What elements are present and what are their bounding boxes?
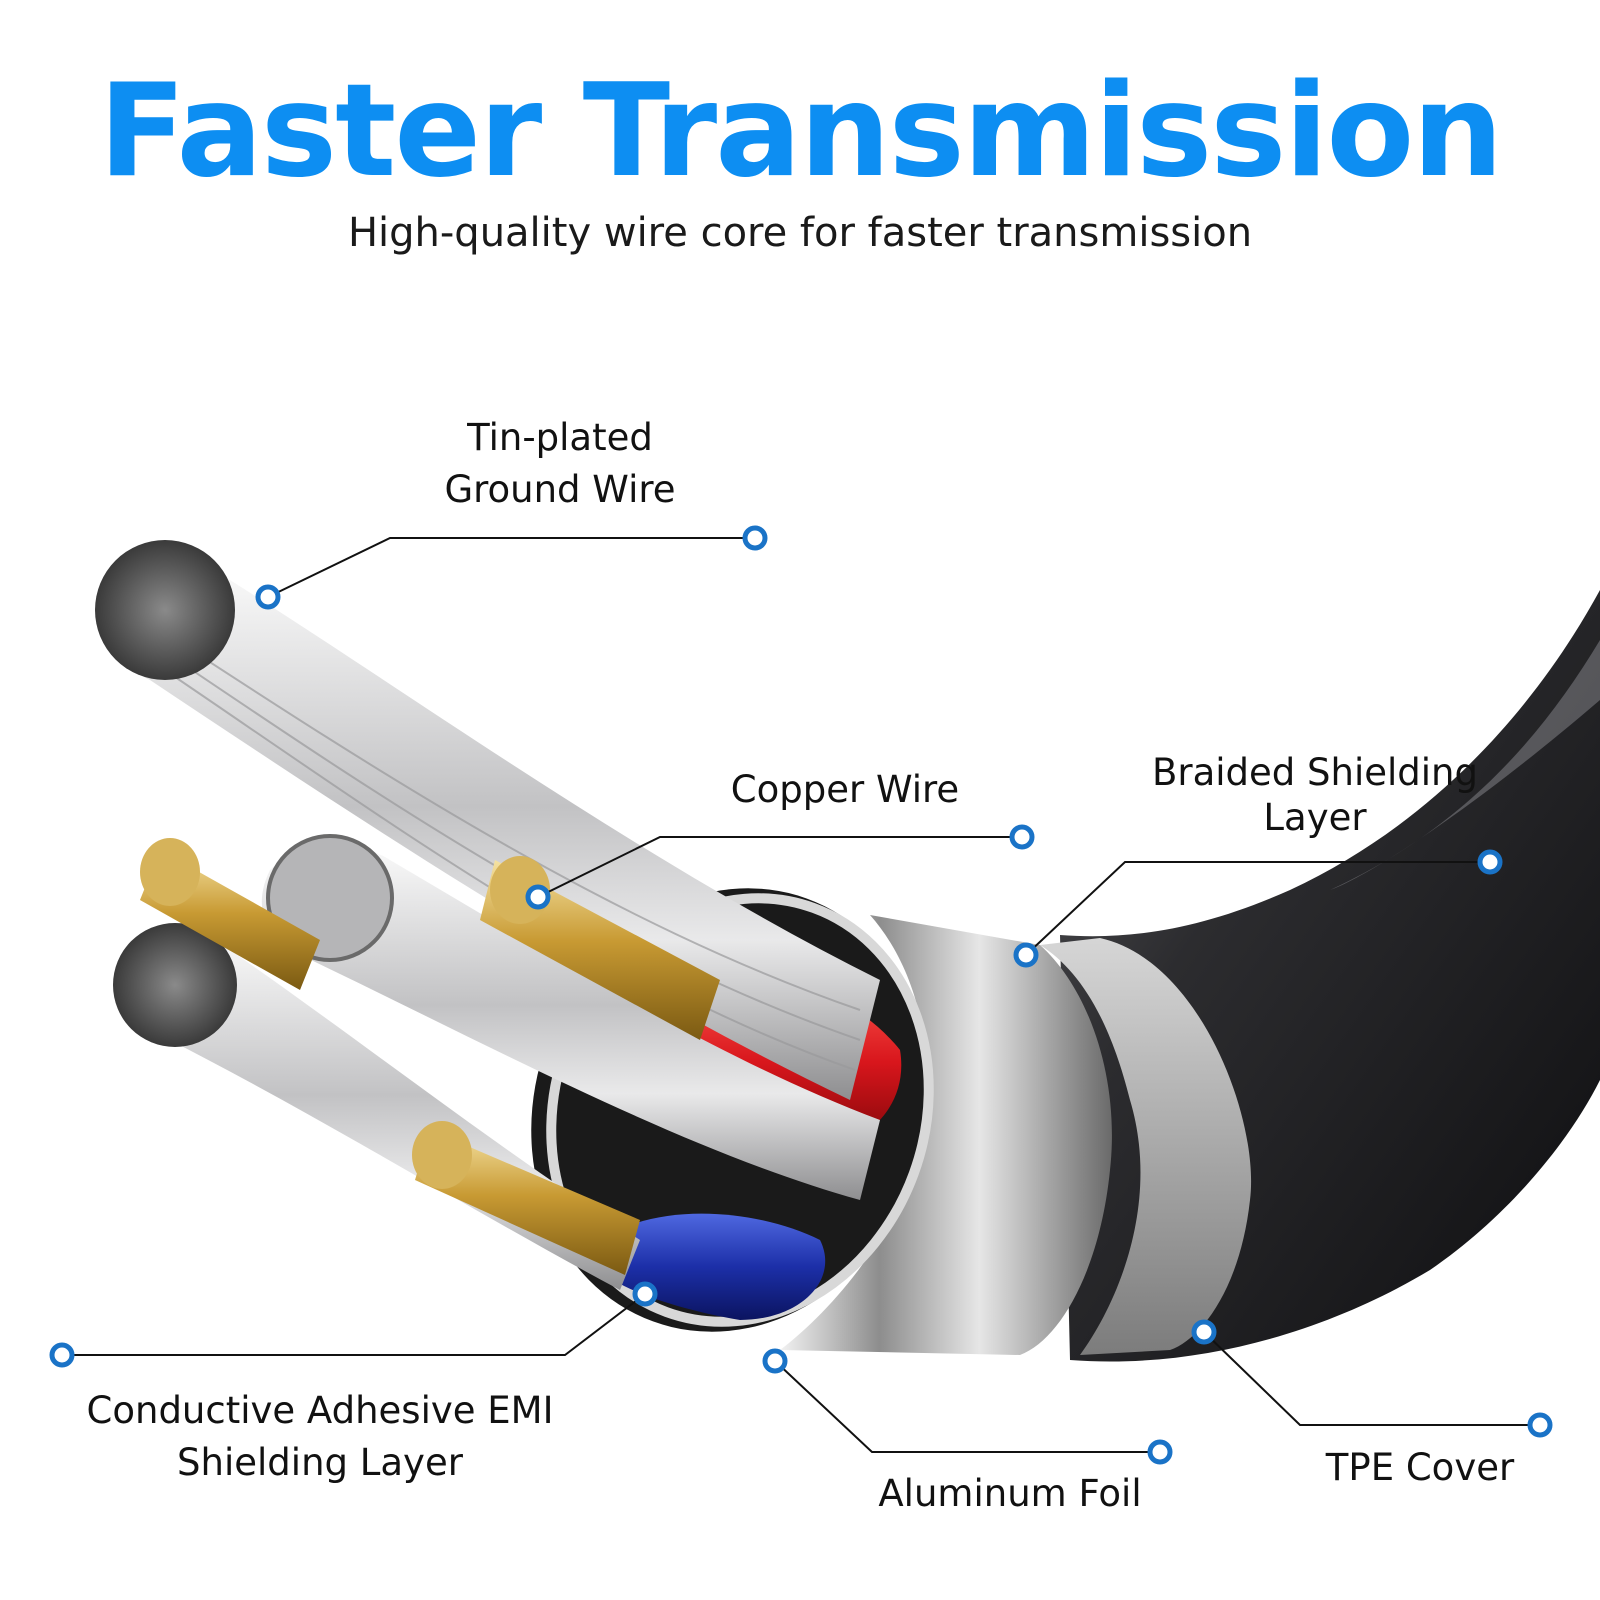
ground-wire-marker-outer	[742, 525, 768, 551]
braided-shield-marker-inner	[1013, 942, 1039, 968]
copper-wire-marker-outer	[1009, 824, 1035, 850]
callout-lines	[62, 537, 1540, 1453]
ground-wire-label: Tin-plated Ground Wire	[430, 412, 690, 516]
braided-shield-marker-outer	[1477, 849, 1503, 875]
page-title: Faster Transmission	[98, 57, 1504, 206]
copper-wire-bottom-end	[412, 1121, 472, 1189]
tpe-cover-marker-inner	[1191, 1319, 1217, 1345]
aluminum-foil-marker-outer	[1147, 1439, 1173, 1465]
copper-wire-marker-inner	[525, 884, 551, 910]
lower-wire-end	[113, 923, 237, 1047]
braided-shield-label-line1: Braided Shielding	[1151, 751, 1478, 794]
braided-shield-leader	[1025, 861, 1490, 956]
emi-shield-label-line2: Shielding Layer	[177, 1440, 463, 1484]
aluminum-foil-leader	[774, 1360, 1160, 1453]
emi-shield-label: Conductive Adhesive EMI Shielding Layer	[60, 1385, 580, 1489]
copper-wire-bottom	[415, 1130, 640, 1275]
braided-shield-shape	[1040, 938, 1252, 1355]
ground-wire-marker-inner	[255, 584, 281, 610]
copper-wire-label-line1: Copper Wire	[730, 768, 960, 811]
aluminum-foil-marker-inner	[762, 1348, 788, 1374]
braided-shield-label: Braided Shielding Layer	[1130, 750, 1500, 840]
callout-markers	[49, 525, 1553, 1465]
aluminum-foil-label: Aluminum Foil	[860, 1468, 1160, 1520]
braided-shield-label-line2: Layer	[1263, 796, 1367, 840]
tpe-cover-marker-outer	[1527, 1412, 1553, 1438]
tpe-cover-label-line1: TPE Cover	[1325, 1446, 1515, 1489]
copper-wire-label: Copper Wire	[700, 764, 990, 816]
middle-wire-strands	[261, 846, 880, 1200]
emi-shield-marker-inner	[632, 1281, 658, 1307]
ground-wire-leader	[267, 537, 755, 598]
ground-wire-label-line2: Ground Wire	[444, 467, 676, 511]
ground-wire-end	[95, 540, 235, 680]
tpe-cover-label: TPE Cover	[1310, 1442, 1530, 1494]
aluminum-foil-label-line1: Aluminum Foil	[878, 1472, 1142, 1515]
page-subtitle: High-quality wire core for faster transm…	[347, 210, 1253, 256]
emi-shield-leader	[62, 1293, 646, 1356]
emi-shield-marker-outer	[49, 1342, 75, 1368]
ground-wire-label-line1: Tin-plated	[467, 416, 653, 459]
aluminum-foil-shape	[780, 915, 1112, 1355]
tpe-cover-leader	[1203, 1331, 1540, 1426]
copper-wire-leader	[537, 836, 1022, 898]
emi-shield-label-line1: Conductive Adhesive EMI	[86, 1389, 554, 1432]
copper-wire-left-end	[140, 838, 200, 906]
